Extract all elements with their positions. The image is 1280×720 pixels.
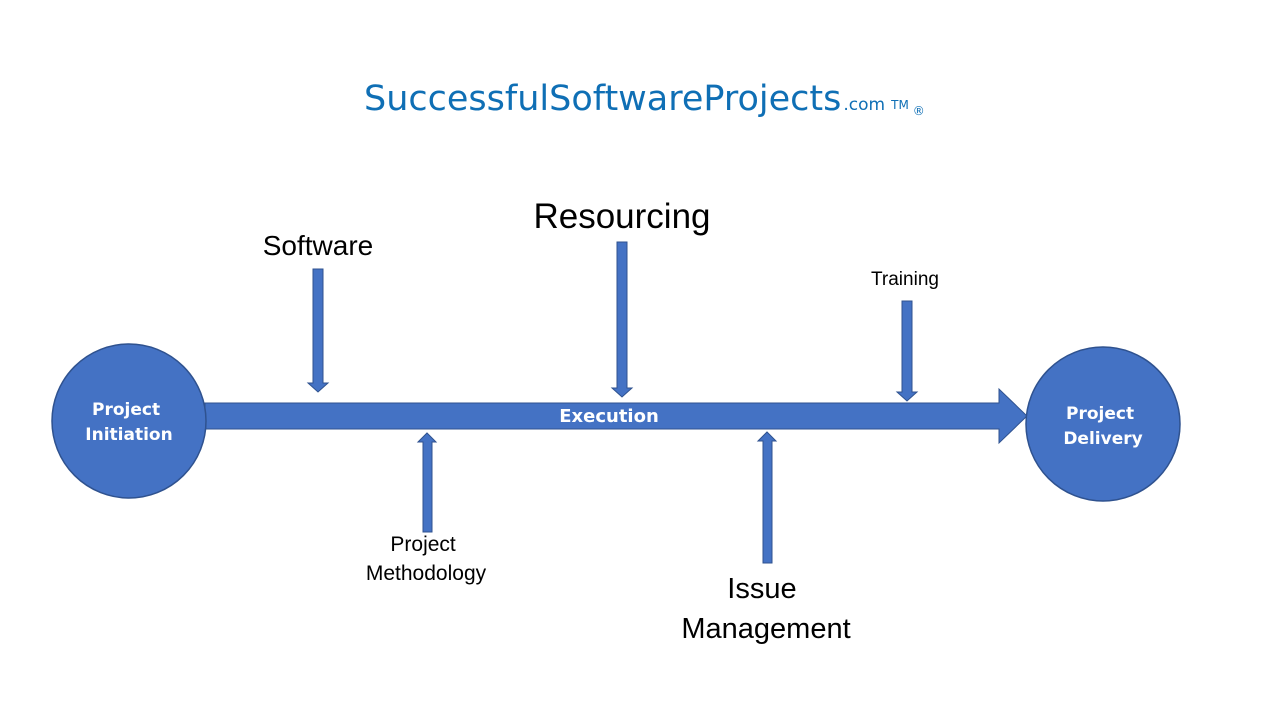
- resourcing-label: Resourcing: [533, 197, 710, 236]
- software-label: Software: [263, 230, 374, 261]
- resourcing-factor: Resourcing: [533, 197, 711, 398]
- trademark-symbol: TM: [890, 98, 909, 112]
- project-initiation-label: Project Initiation: [85, 400, 172, 445]
- software-arrow: [306, 268, 330, 393]
- execution-label: Execution: [559, 406, 659, 427]
- software-factor: Software: [263, 230, 374, 393]
- site-title: SuccessfulSoftwareProjects.com TM ®: [364, 79, 925, 119]
- execution-arrow: [204, 387, 1028, 445]
- issue-management-label: Issue Management: [681, 573, 850, 645]
- project-delivery-node: Project Delivery: [1025, 346, 1181, 502]
- resourcing-arrow: [610, 241, 634, 398]
- training-label: Training: [871, 269, 939, 290]
- issue-management-factor: Issue Management: [681, 431, 851, 645]
- issue-management-arrow: [756, 431, 778, 564]
- project-methodology-factor: Project Methodology: [366, 432, 487, 585]
- training-arrow: [895, 300, 919, 402]
- project-initiation-node: Project Initiation: [51, 343, 207, 499]
- project-methodology-arrow: [416, 432, 438, 533]
- registered-symbol: ®: [913, 104, 925, 118]
- training-factor: Training: [871, 269, 939, 402]
- project-methodology-label: Project Methodology: [366, 533, 487, 585]
- project-delivery-label: Project Delivery: [1063, 404, 1142, 449]
- site-title-main: SuccessfulSoftwareProjects: [364, 79, 841, 119]
- site-title-suffix: .com: [843, 95, 885, 115]
